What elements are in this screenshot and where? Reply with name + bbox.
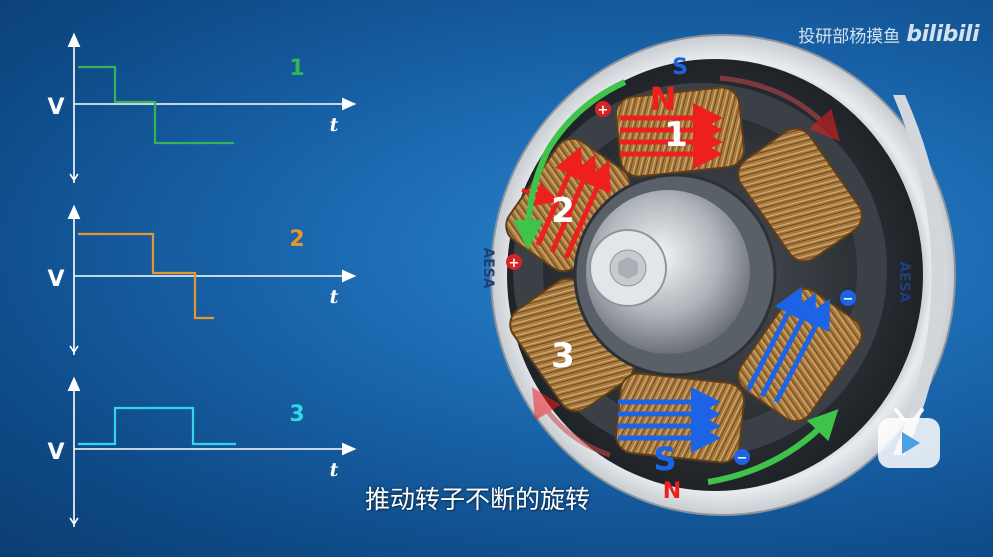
video-subtitle: 推动转子不断的旋转 [365, 485, 591, 514]
y-axis-label: V [47, 440, 64, 465]
voltage-graph-2: Vt 2 [47, 204, 357, 355]
casing-logo-right: AESA [896, 261, 912, 302]
pole-s-top: S [672, 55, 688, 80]
red-field-arrows [521, 103, 723, 260]
y-axis-label: V [47, 95, 64, 120]
svg-text:−: − [843, 292, 854, 307]
red-arrow-faint [719, 75, 840, 142]
voltage-waveform [78, 406, 236, 446]
voltage-graph-3: Vt 3 [47, 376, 357, 527]
y-axis-down-arrow [69, 173, 79, 182]
coil-6 [737, 127, 863, 263]
phase-label: 1 [289, 56, 304, 81]
voltage-waveform [78, 232, 214, 320]
shaft-hex [618, 257, 638, 279]
bldc-motor: + + − − N S S N 1 2 3 AESA AESA [480, 34, 956, 516]
pole-s-bottom: S [653, 440, 676, 478]
pole-n-top: N [650, 80, 677, 118]
watermark-text: 投研部杨摸鱼 [798, 27, 901, 47]
y-axis-down-arrow [69, 517, 79, 526]
coil-label-1: 1 [664, 115, 688, 155]
plus-symbol-top [595, 101, 611, 117]
x-axis-label: t [330, 114, 339, 136]
y-axis-label: V [47, 267, 64, 292]
coil-label-3: 3 [551, 336, 575, 376]
svg-text:+: + [598, 103, 609, 118]
green-arrow-top [513, 79, 627, 250]
pole-n-bottom: N [663, 479, 681, 504]
tv-play-icon[interactable] [874, 404, 944, 474]
minus-symbol-bottom [734, 449, 750, 465]
polarity-symbols: + + − − [506, 101, 856, 466]
svg-text:+: + [509, 256, 520, 271]
coil-label-2: 2 [551, 191, 575, 231]
plus-symbol-left [506, 254, 522, 270]
housing-rim [893, 95, 945, 455]
phase-label: 2 [289, 227, 304, 252]
watermark: 投研部杨摸鱼 bilibili [798, 22, 979, 47]
minus-symbol-right [840, 290, 856, 306]
blue-field-arrows [618, 286, 830, 453]
coil-4 [614, 372, 746, 464]
phase-label: 3 [289, 402, 304, 427]
x-axis-label: t [330, 286, 339, 308]
red-arrow-faint-bottom [532, 387, 611, 458]
casing-logo-left: AESA [480, 247, 496, 288]
rotation-arrows [513, 75, 840, 485]
svg-text:−: − [737, 451, 748, 466]
voltage-waveform [78, 65, 234, 145]
voltage-graph-1: Vt 1 [47, 32, 357, 183]
bilibili-logo: bilibili [906, 22, 979, 47]
y-axis-down-arrow [69, 345, 79, 354]
green-arrow-bottom [707, 409, 839, 485]
x-axis-label: t [330, 459, 339, 481]
